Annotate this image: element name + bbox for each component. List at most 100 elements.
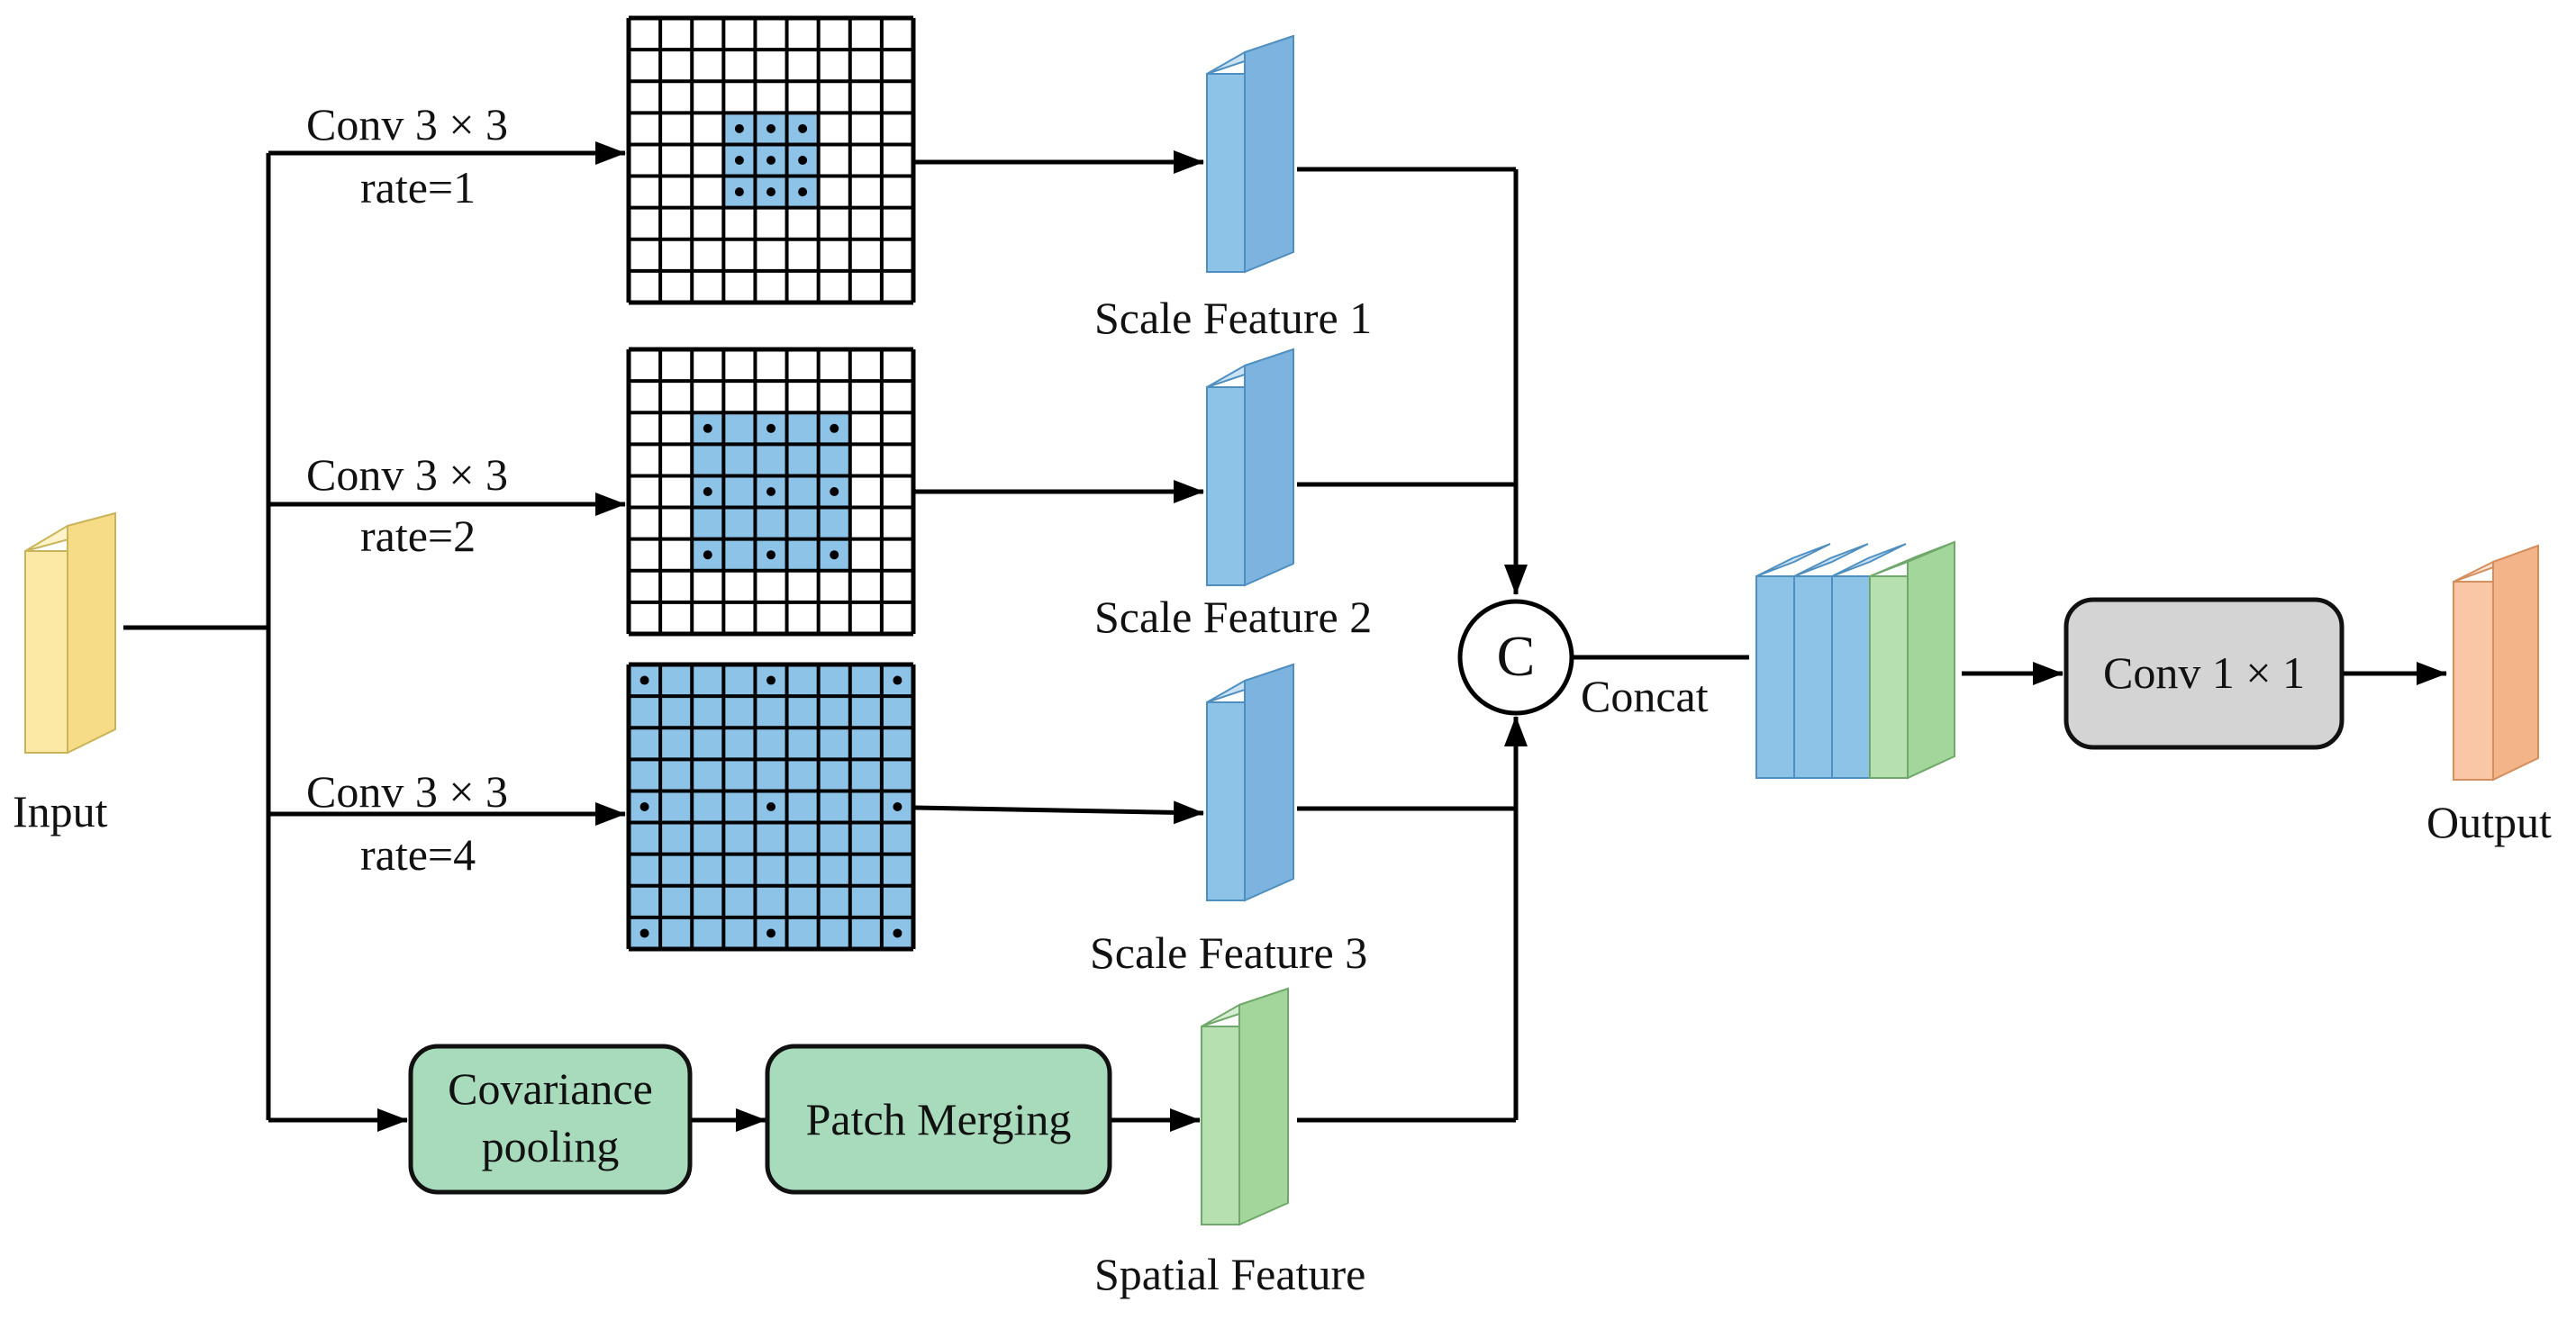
grid-receptive-cell [849, 885, 882, 918]
kernel-sample-dot [766, 423, 776, 433]
kernel-sample-dot [766, 550, 776, 560]
kernel-sample-dot [639, 928, 649, 938]
grid-receptive-cell [849, 854, 882, 886]
grid-receptive-cell [818, 917, 850, 949]
kernel-sample-dot [734, 187, 744, 197]
grid-receptive-cell [723, 885, 756, 918]
grid-receptive-cell [786, 822, 819, 854]
branch1-conv-label: Conv 3 × 3 [306, 99, 508, 149]
kernel-sample-dot [893, 675, 903, 685]
grid-receptive-cell [692, 728, 724, 760]
grid-receptive-cell [723, 475, 756, 508]
grid-receptive-cell [660, 791, 693, 823]
grid-receptive-cell [786, 538, 819, 571]
scale-feature-3-cube [1206, 663, 1294, 902]
kernel-sample-dot [703, 423, 712, 433]
grid-receptive-cell [786, 917, 819, 949]
covariance-pooling-label-line2: pooling [482, 1121, 620, 1171]
trunk-connectors [123, 141, 626, 1132]
branch2-rate-label: rate=2 [360, 511, 476, 561]
grid-receptive-cell [818, 759, 850, 791]
grid-receptive-cell [692, 791, 724, 823]
grid-receptive-cell [818, 822, 850, 854]
scale-feature-1-cube [1206, 34, 1294, 274]
kernel-sample-dot [703, 487, 712, 496]
grid-receptive-cell [881, 885, 913, 918]
scale-feature-2-cube [1206, 348, 1294, 587]
grid-receptive-cell [692, 917, 724, 949]
kernel-sample-dot [830, 550, 839, 560]
grid-receptive-cell [692, 444, 724, 476]
grid-receptive-cell [881, 696, 913, 728]
grid-receptive-cell [692, 759, 724, 791]
grid-receptive-cell [692, 665, 724, 697]
kernel-sample-dot [830, 423, 839, 433]
grid-receptive-cell [692, 507, 724, 539]
kernel-sample-dot [703, 550, 712, 560]
kernel-sample-dot [893, 802, 903, 811]
grid-receptive-cell [849, 791, 882, 823]
kernel-sample-dot [766, 675, 776, 685]
grid-receptive-cell [723, 696, 756, 728]
dilated-kernel-grid-rate4 [626, 662, 916, 952]
grid-receptive-cell [786, 507, 819, 539]
stack-slice-2 [1793, 543, 1869, 779]
kernel-sample-dot [766, 156, 776, 165]
kernel-sample-dot [766, 487, 776, 496]
grid-receptive-cell [881, 759, 913, 791]
grid-receptive-cell [849, 696, 882, 728]
grid-receptive-cell [786, 696, 819, 728]
grid-receptive-cell [755, 444, 787, 476]
scale-feature-1-label: Scale Feature 1 [1094, 293, 1372, 343]
grid-receptive-cell [660, 885, 693, 918]
grid-receptive-cell [723, 538, 756, 571]
grid-receptive-cell [818, 728, 850, 760]
grid-receptive-cell [849, 728, 882, 760]
grid-receptive-cell [755, 759, 787, 791]
input-cube [24, 511, 116, 755]
grid-receptive-cell [755, 822, 787, 854]
covariance-pooling-box [408, 1044, 693, 1195]
kernel-sample-dot [766, 123, 776, 133]
stack-slice-1 [1755, 543, 1831, 779]
kernel-sample-dot [798, 156, 808, 165]
covariance-pooling-label-line1: Covariance [448, 1063, 653, 1114]
grid-receptive-cell [723, 444, 756, 476]
output-cube [2453, 544, 2539, 782]
input-label: Input [13, 786, 108, 836]
grid-receptive-cell [755, 507, 787, 539]
branch2-conv-label: Conv 3 × 3 [306, 449, 508, 500]
branch1-rate-label: rate=1 [360, 162, 476, 212]
grid-receptive-cell [723, 412, 756, 445]
spatial-feature-label: Spatial Feature [1094, 1249, 1365, 1299]
grid-receptive-cell [849, 759, 882, 791]
grid-receptive-cell [723, 507, 756, 539]
dilated-kernel-grid-rate1 [626, 15, 916, 305]
grid-receptive-cell [723, 822, 756, 854]
grid-receptive-cell [849, 665, 882, 697]
grid-receptive-cell [755, 854, 787, 886]
grid-receptive-cell [692, 854, 724, 886]
grid-receptive-cell [849, 822, 882, 854]
grid-receptive-cell [818, 791, 850, 823]
grid-receptive-cell [629, 822, 661, 854]
grid-receptive-cell [786, 475, 819, 508]
grid-receptive-cell [786, 665, 819, 697]
grid-receptive-cell [660, 917, 693, 949]
concat-symbol: C [1497, 624, 1536, 688]
conv1x1-box [2064, 597, 2345, 750]
grid-receptive-cell [723, 759, 756, 791]
grid-receptive-cell [660, 665, 693, 697]
kernel-sample-dot [766, 928, 776, 938]
kernel-sample-dot [734, 123, 744, 133]
kernel-sample-dot [766, 802, 776, 811]
grid-receptive-cell [660, 759, 693, 791]
grid-receptive-cell [660, 728, 693, 760]
grid-receptive-cell [818, 507, 850, 539]
kernel-sample-dot [639, 675, 649, 685]
grid-receptive-cell [629, 759, 661, 791]
spatial-feature-cube [1201, 987, 1289, 1226]
concat-label: Concat [1581, 671, 1709, 721]
grid-receptive-cell [692, 885, 724, 918]
grid-receptive-cell [755, 696, 787, 728]
